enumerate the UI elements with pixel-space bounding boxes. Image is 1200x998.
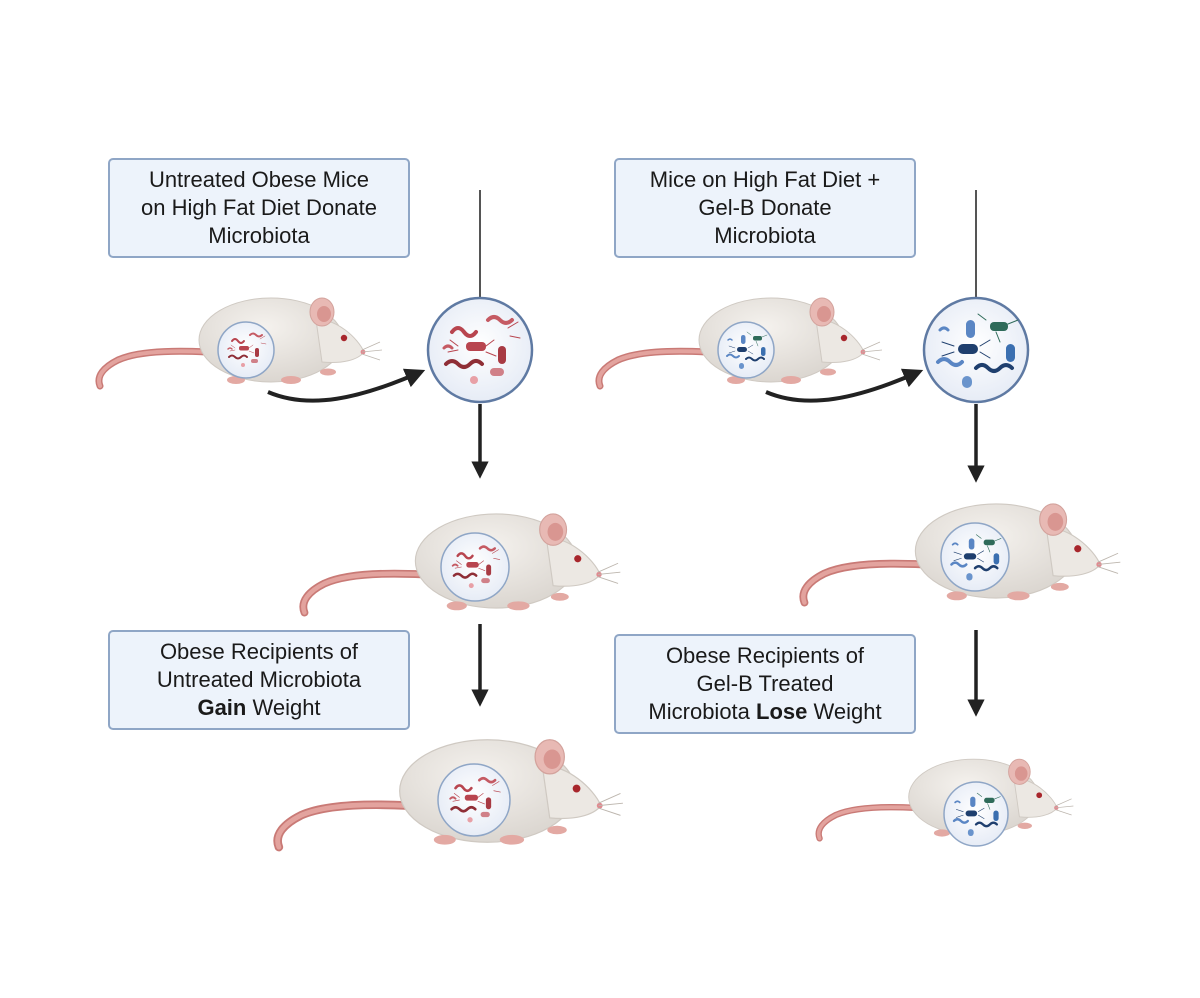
right-outcome-line3-rest: Weight xyxy=(807,699,882,724)
right-outcome-label-box: Obese Recipients of Gel-B Treated Microb… xyxy=(614,634,916,734)
left-donor-mouse xyxy=(99,298,382,386)
left-donor-label-line3: Microbiota xyxy=(208,223,310,248)
left-recipient-mouse xyxy=(303,514,620,613)
right-outcome-bold-word: Lose xyxy=(756,699,808,724)
left-microbiota-circle xyxy=(426,296,534,404)
left-outcome-label-line2: Untreated Microbiota xyxy=(156,667,362,692)
left-collection-arrow xyxy=(267,368,426,403)
left-outcome-label-box: Obese Recipients of Untreated Microbiota… xyxy=(108,630,410,730)
right-donor-label-line3: Microbiota xyxy=(714,223,816,248)
right-recipient-mouse xyxy=(803,504,1120,603)
right-donor-label-box: Mice on High Fat Diet + Gel-B Donate Mic… xyxy=(614,158,916,258)
right-outcome-label-line1: Obese Recipients of xyxy=(665,643,865,668)
left-outcome-label-line3: Gain Weight xyxy=(197,694,320,722)
right-donor-label-line2: Gel-B Donate xyxy=(698,195,832,220)
right-outcome-line3-pre: Microbiota xyxy=(648,699,757,724)
right-outcome-label-line3: Microbiota Lose Weight xyxy=(648,698,881,726)
left-donor-label-box: Untreated Obese Mice on High Fat Diet Do… xyxy=(108,158,410,258)
left-outcome-bold-word: Gain xyxy=(197,695,247,720)
right-collection-arrow xyxy=(765,368,924,403)
right-outcome-label-line2: Gel-B Treated xyxy=(696,671,834,696)
left-outcome-line3-rest: Weight xyxy=(246,695,321,720)
right-outcome-mouse xyxy=(819,759,1074,847)
left-outcome-label-line1: Obese Recipients of xyxy=(159,639,359,664)
right-donor-label-line1: Mice on High Fat Diet + xyxy=(649,167,881,192)
left-donor-label-line2: on High Fat Diet Donate xyxy=(140,195,378,220)
left-donor-label-line1: Untreated Obese Mice xyxy=(148,167,370,192)
right-donor-mouse xyxy=(599,298,882,386)
left-outcome-mouse xyxy=(278,740,623,847)
right-microbiota-circle xyxy=(922,296,1030,404)
